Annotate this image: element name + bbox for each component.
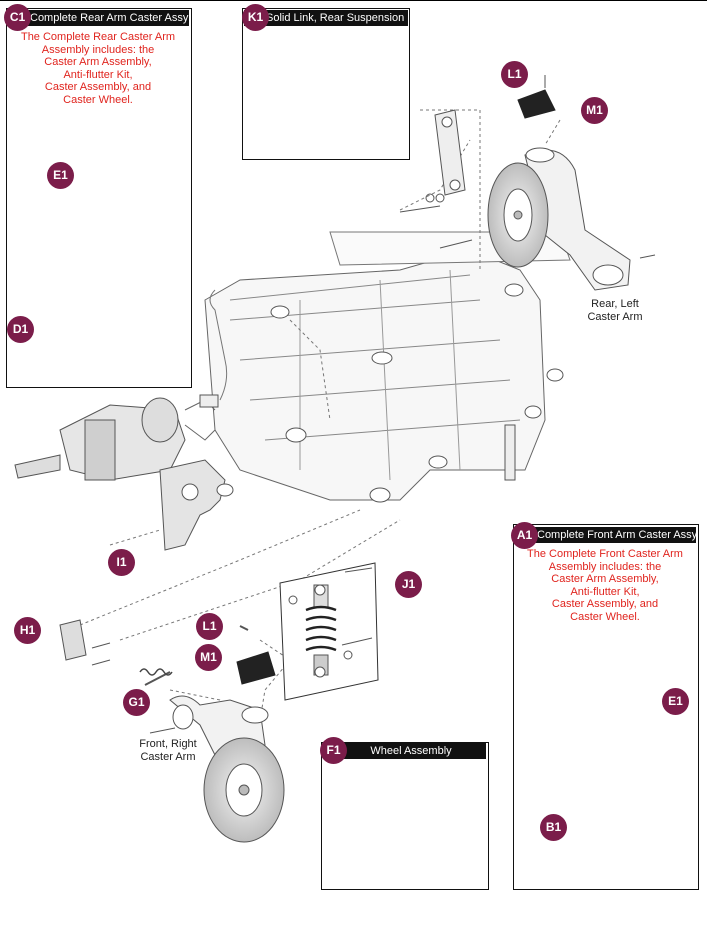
badge-b1: B1 xyxy=(540,814,567,841)
bracket-h1 xyxy=(59,619,87,661)
rear-left-caster-arm-caption: Rear, Left Caster Arm xyxy=(587,298,643,323)
front-caster-assembly-header: Complete Front Arm Caster Assy xyxy=(515,527,697,543)
rear-caster-assembly-panel xyxy=(6,8,192,388)
badge-c1: C1 xyxy=(4,4,31,31)
motor-bracket xyxy=(159,459,226,551)
wheel-assembly-header: Wheel Assembly xyxy=(336,743,486,759)
badge-j1: J1 xyxy=(395,571,422,598)
badge-i1: I1 xyxy=(108,549,135,576)
motor-assembly xyxy=(14,394,219,481)
top-rule xyxy=(0,0,707,1)
badge-l1-top: L1 xyxy=(501,61,528,88)
badge-d1: D1 xyxy=(7,316,34,343)
shock-absorber xyxy=(288,567,373,678)
badge-e1-rear: E1 xyxy=(47,162,74,189)
solid-link-panel xyxy=(242,8,410,160)
spring-g1 xyxy=(139,668,173,676)
badge-m1-top: M1 xyxy=(581,97,608,124)
chassis-frame xyxy=(204,231,571,503)
badge-k1: K1 xyxy=(242,4,269,31)
badge-h1: H1 xyxy=(14,617,41,644)
rear-left-caster-arm xyxy=(517,75,656,291)
rear-caster-assembly-header: Complete Rear Arm Caster Assy xyxy=(8,10,189,26)
badge-g1: G1 xyxy=(123,689,150,716)
badge-a1: A1 xyxy=(511,522,538,549)
badge-l1-bottom: L1 xyxy=(196,613,223,640)
solid-link-mounted xyxy=(399,109,473,249)
front-caster-assembly-description: The Complete Front Caster Arm Assembly i… xyxy=(527,548,683,623)
badge-e1-front: E1 xyxy=(662,688,689,715)
wheel-assembly-panel xyxy=(321,742,489,890)
front-right-caster-arm-caption: Front, Right Caster Arm xyxy=(139,738,197,763)
badge-f1: F1 xyxy=(320,737,347,764)
rear-caster-assembly-description: The Complete Rear Caster Arm Assembly in… xyxy=(20,31,176,106)
solid-link-header: Solid Link, Rear Suspension xyxy=(244,10,408,26)
badge-m1-bottom: M1 xyxy=(195,644,222,671)
